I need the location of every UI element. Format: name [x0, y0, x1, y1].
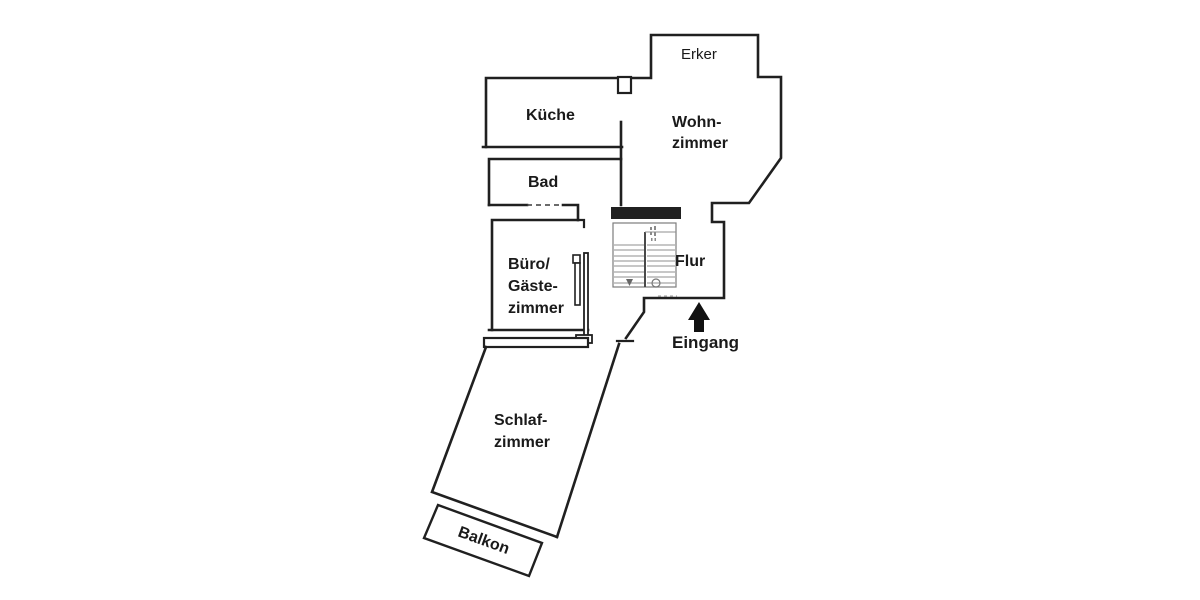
buero-door-tab-top: [572, 254, 581, 264]
staircase-annotation-marks: [650, 226, 656, 241]
kueche-label: Küche: [526, 107, 575, 124]
buero-top-left-walls: [490, 218, 580, 332]
staircase-turn-circle: [651, 278, 661, 288]
kueche-wohnzimmer-pillar: [616, 75, 633, 95]
staircase-steps-left: [614, 244, 644, 284]
buero-label-line2: Gäste-: [508, 278, 558, 295]
staircase-steps-right: [647, 244, 675, 284]
buero-label-line3: zimmer: [508, 300, 564, 317]
buero-door-leaf: [574, 262, 581, 306]
buero-door-jamb-right: [583, 252, 589, 343]
schlafzimmer-label-line1: Schlaf-: [494, 412, 547, 429]
bad-outline: [487, 157, 623, 207]
flur-walls: [611, 207, 681, 219]
schlafzimmer-top-wall-bar: [482, 336, 590, 349]
staircase-icon: [612, 222, 677, 288]
flur-top-wall-bar: [611, 207, 681, 219]
diagonal-outer-wall: [555, 342, 621, 539]
wohnzimmer-label-line2: zimmer: [672, 135, 728, 152]
schlafzimmer-left-bottom-walls: [430, 345, 559, 539]
schlafzimmer-walls: [430, 336, 590, 539]
schlafzimmer-label-line2: zimmer: [494, 434, 550, 451]
balkon-outline: [422, 503, 544, 578]
buero-label-line1: Büro/: [508, 256, 550, 273]
wohnzimmer-erker-walls: [484, 33, 783, 539]
balkon-walls: [422, 503, 544, 578]
buero-walls: [487, 218, 593, 344]
wohnzimmer-label-line1: Wohn-: [672, 114, 721, 131]
flur-label: Flur: [675, 253, 705, 270]
bad-label: Bad: [528, 174, 558, 191]
staircase-direction-arrow: [626, 279, 633, 286]
entrance-arrow-icon: [688, 302, 710, 332]
outer-wall-path: [484, 33, 783, 340]
kueche-walls: [481, 120, 624, 161]
up-arrow-icon: [688, 302, 710, 332]
eingang-label: Eingang: [672, 333, 739, 352]
bad-bottom-wall-right: [561, 203, 580, 222]
erker-label: Erker: [681, 46, 717, 63]
bad-walls: [487, 157, 623, 222]
buero-top-right-stub: [576, 218, 586, 229]
